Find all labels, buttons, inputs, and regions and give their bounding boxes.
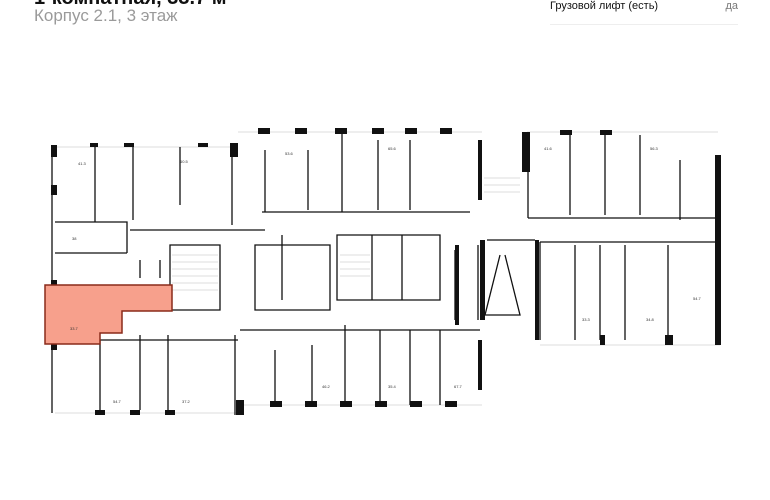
building-floor-subtitle: Корпус 2.1, 3 этаж (34, 6, 178, 25)
apartment-area-label[interactable]: 34.8 (646, 317, 655, 322)
apartment-area-label[interactable]: 54.7 (113, 399, 122, 404)
spec-label: Грузовой лифт (есть) (550, 0, 659, 12)
apartment-area-label[interactable]: 67.7 (454, 384, 463, 389)
apartment-area-label[interactable]: 33.7 (70, 326, 79, 331)
apartment-area-label[interactable]: 65.6 (388, 146, 397, 151)
apartment-area-labels: 41.3 60.5 38 33.7 54.7 37.2 53.6 65.6 46… (70, 146, 702, 404)
structural-walls (51, 128, 721, 415)
selected-apartment-highlight[interactable] (44, 284, 173, 345)
apartment-area-label[interactable]: 60.5 (180, 159, 189, 164)
apartment-area-label[interactable]: 38 (72, 236, 77, 241)
apartment-area-label[interactable]: 46.2 (322, 384, 331, 389)
spec-value: да (725, 0, 738, 12)
apartment-area-label[interactable]: 33.3 (582, 317, 591, 322)
apartment-area-label[interactable]: 54.7 (693, 296, 702, 301)
apartment-area-label[interactable]: 35.4 (388, 384, 397, 389)
apartment-area-label[interactable]: 56.3 (650, 146, 659, 151)
apartment-title: 1-комнатная, 33.7 м² (34, 0, 233, 10)
apartment-area-label[interactable]: 41.6 (544, 146, 553, 151)
apartment-area-label[interactable]: 41.3 (78, 161, 87, 166)
spec-row-freight-elevator: Грузовой лифт (есть) да (550, 0, 738, 25)
apartment-area-label[interactable]: 37.2 (182, 399, 191, 404)
stairwells (172, 177, 520, 291)
apartment-area-label[interactable]: 53.6 (285, 151, 294, 156)
window-lines (55, 131, 720, 414)
interior-walls (51, 132, 720, 415)
